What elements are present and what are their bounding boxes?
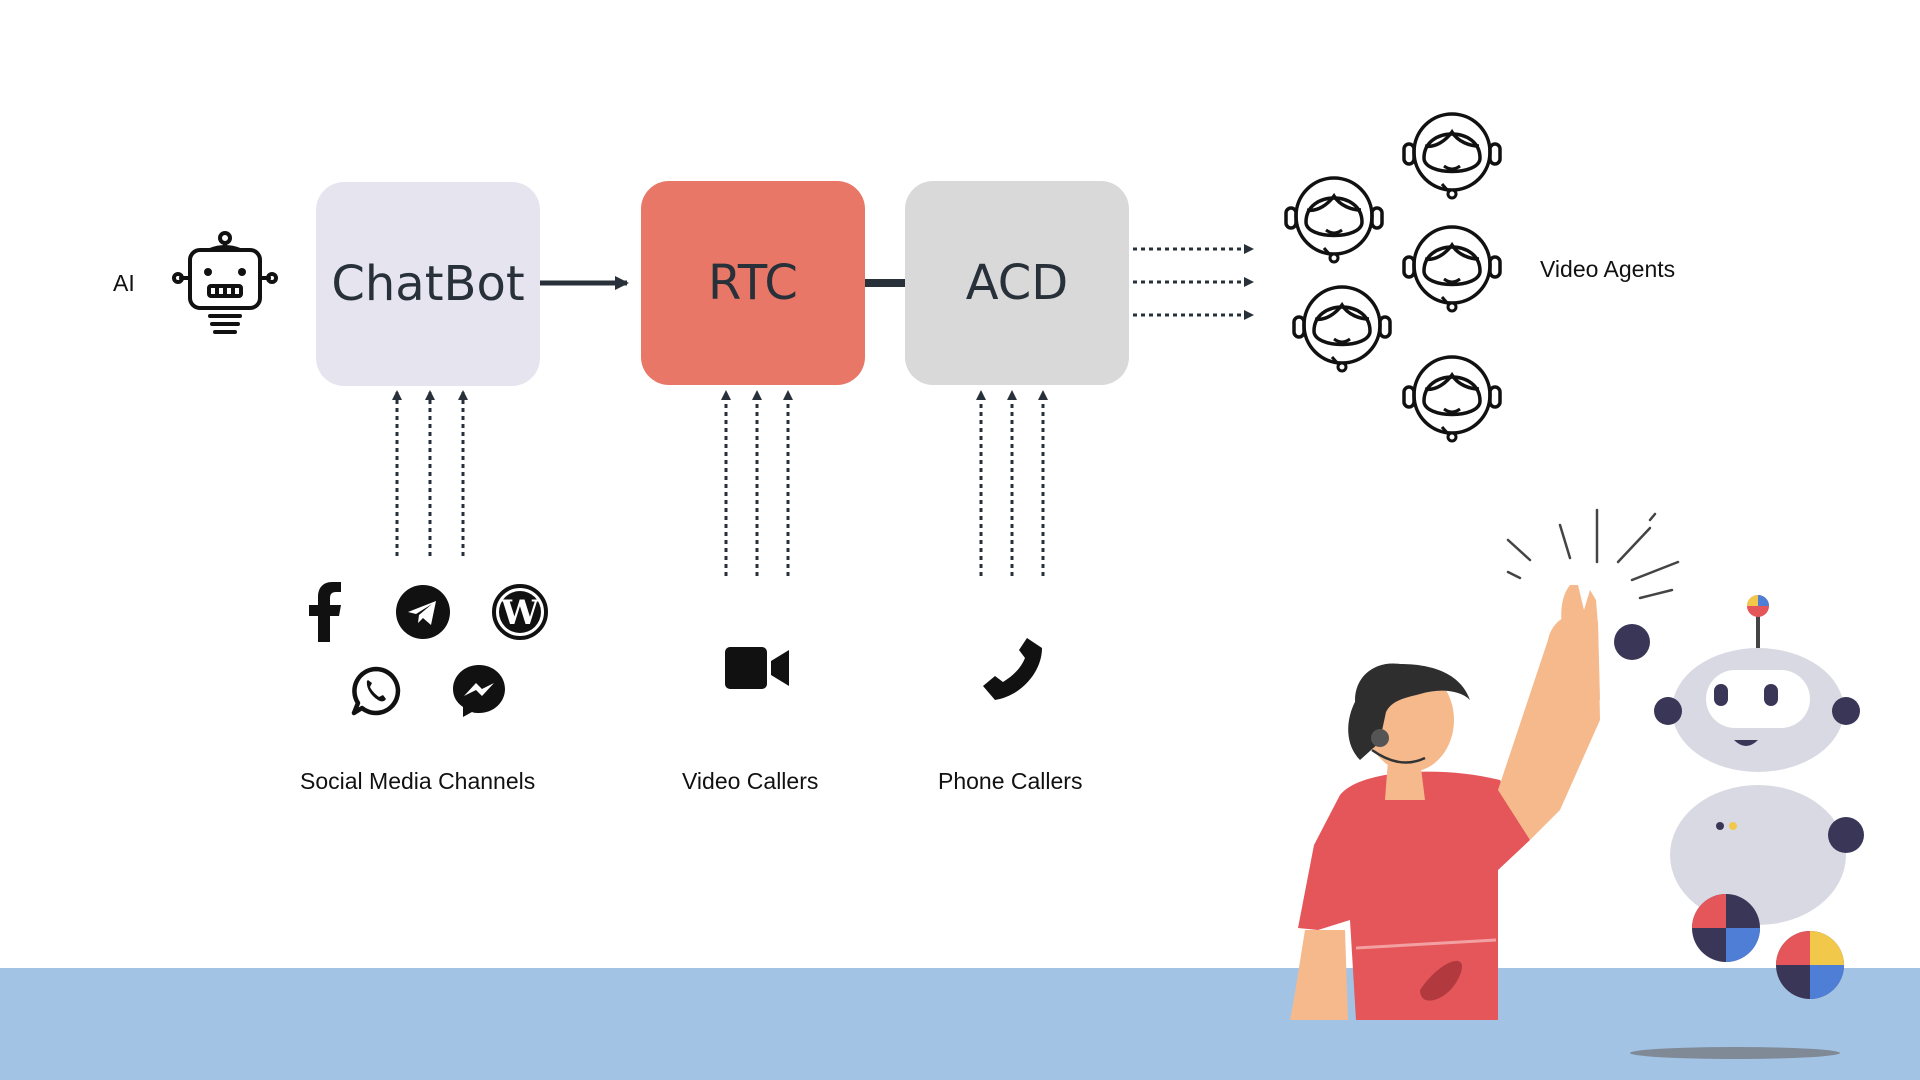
phone-handset-icon xyxy=(983,638,1042,700)
robot-hand xyxy=(1614,624,1650,660)
arrows-to-agents xyxy=(1133,244,1254,320)
messenger-icon xyxy=(453,665,505,717)
wordpress-icon: W xyxy=(492,584,548,640)
rtc-node: RTC xyxy=(641,181,865,385)
robot-body xyxy=(1670,785,1846,925)
chatbot-node: ChatBot xyxy=(316,182,540,386)
arrows-social-chatbot xyxy=(392,390,468,556)
robot-visor xyxy=(1706,670,1810,728)
person-hand xyxy=(1561,585,1600,700)
robot-icon xyxy=(172,231,278,334)
headset-mic xyxy=(1371,729,1389,747)
telegram-icon xyxy=(396,585,450,639)
ai-label: AI xyxy=(113,270,135,296)
floor-band xyxy=(0,968,1920,1080)
video-callers-label: Video Callers xyxy=(682,768,819,794)
video-camera-icon xyxy=(725,647,789,689)
acd-node: ACD xyxy=(905,181,1129,385)
whatsapp-icon xyxy=(351,666,401,716)
person-raised-arm xyxy=(1498,616,1600,840)
person-shirt xyxy=(1298,771,1530,1020)
arrows-phone-acd xyxy=(976,390,1048,576)
svg-text:W: W xyxy=(500,593,540,633)
phone-callers-label: Phone Callers xyxy=(938,768,1083,794)
video-agents-label: Video Agents xyxy=(1540,256,1676,282)
chatbot-label: ChatBot xyxy=(331,256,525,312)
rtc-label: RTC xyxy=(708,255,798,311)
floor-shadow xyxy=(1630,1047,1840,1059)
spark-lines xyxy=(1506,508,1680,600)
person-hair xyxy=(1355,663,1470,740)
person-left-arm xyxy=(1290,930,1348,1020)
facebook-icon xyxy=(309,582,341,642)
acd-label: ACD xyxy=(965,255,1069,311)
social-media-label: Social Media Channels xyxy=(300,768,536,794)
arrows-video-rtc xyxy=(721,390,793,576)
